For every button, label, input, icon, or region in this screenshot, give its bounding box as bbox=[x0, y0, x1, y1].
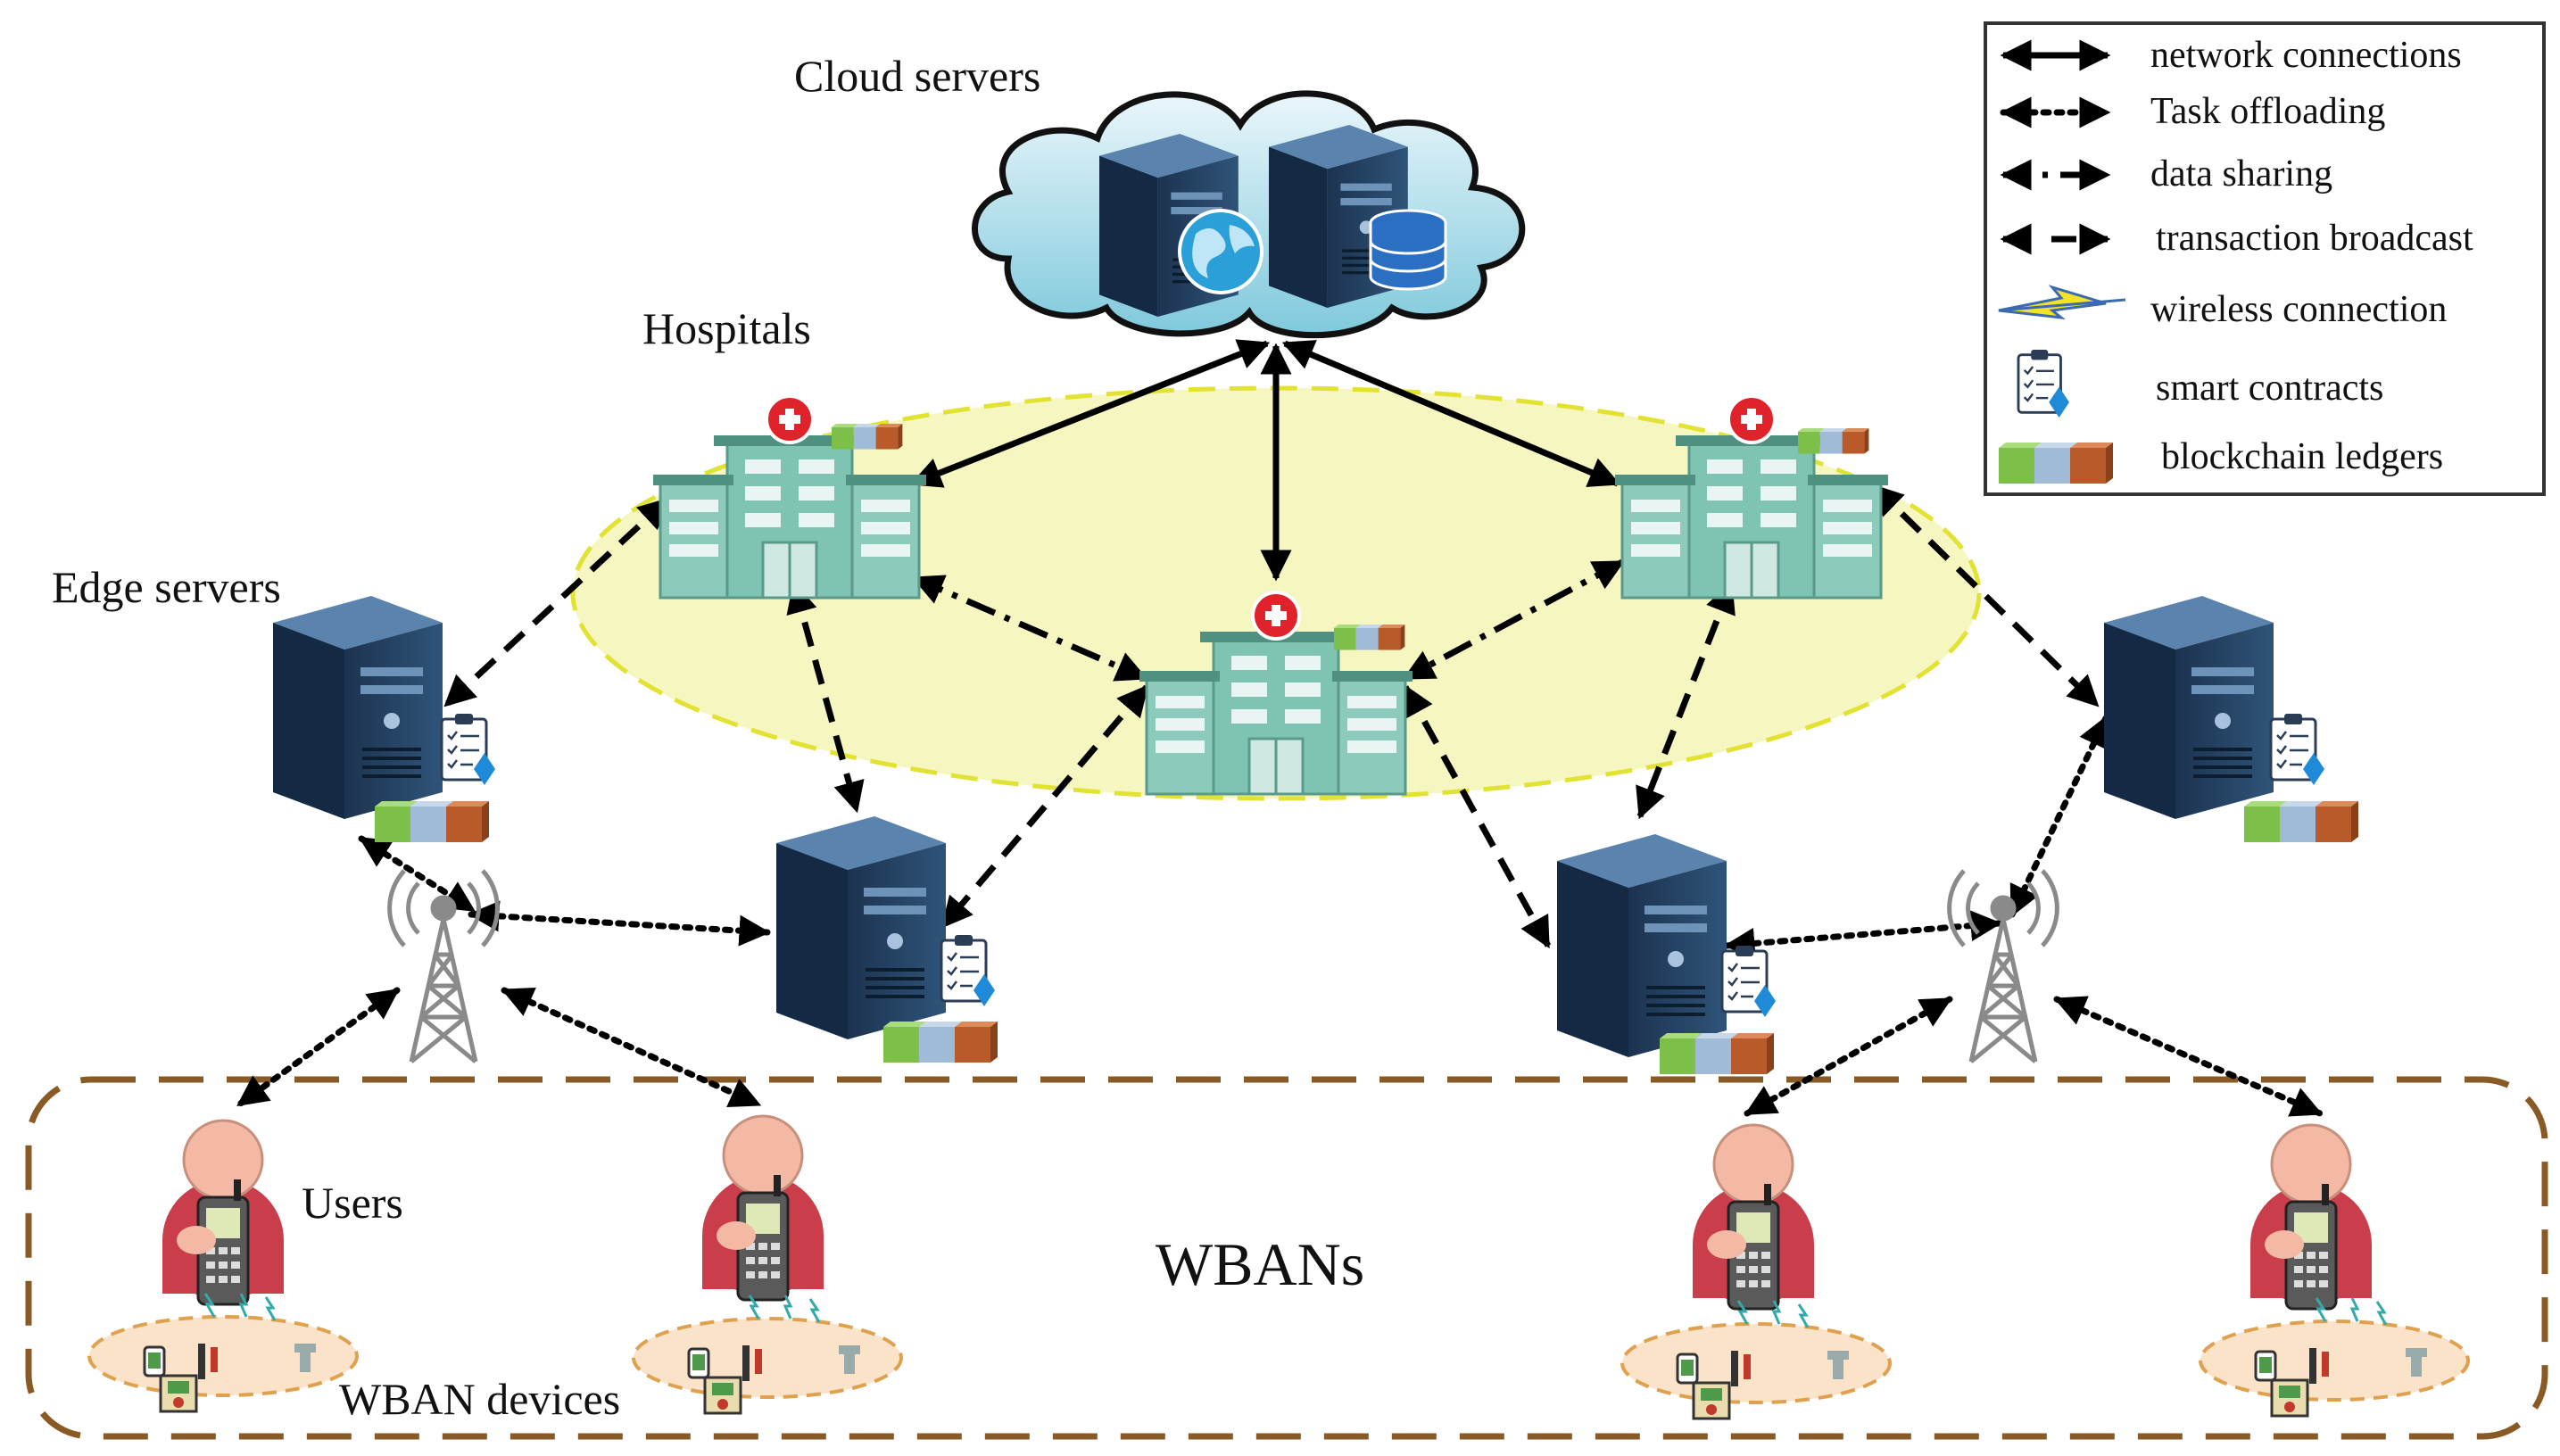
user-icon bbox=[1691, 1123, 1816, 1311]
legend: network connections Task offloading data… bbox=[1984, 21, 2546, 496]
edge-server-icon bbox=[273, 596, 443, 819]
wbans-label: WBANs bbox=[1156, 1230, 1364, 1298]
blockchain-ledger-icon bbox=[2244, 801, 2358, 842]
edge-server-icon bbox=[2104, 596, 2274, 819]
broadcast-connection bbox=[1402, 683, 1552, 949]
blockchain-ledger-icon bbox=[1660, 1033, 1774, 1074]
cell-tower-icon bbox=[1950, 871, 2058, 1062]
smart-contract-icon bbox=[440, 712, 497, 787]
legend-wireless-label: wireless connection bbox=[2150, 289, 2447, 330]
broadcast-connection bbox=[1871, 484, 2100, 707]
offload-connection bbox=[501, 987, 762, 1108]
edge-server-icon bbox=[1557, 834, 1727, 1057]
offload-connection bbox=[358, 835, 476, 914]
wban-devices-label: WBAN devices bbox=[339, 1374, 620, 1424]
wireless-icon bbox=[1998, 285, 2126, 320]
data-sharing-connection bbox=[1402, 558, 1626, 682]
user-icon bbox=[161, 1119, 286, 1306]
users-label: Users bbox=[302, 1178, 403, 1228]
network-connection bbox=[909, 339, 1271, 488]
smart-contract-icon bbox=[1720, 944, 1777, 1019]
offload-connection bbox=[2053, 996, 2324, 1117]
globe-icon bbox=[1178, 209, 1263, 294]
edge-servers-label: Edge servers bbox=[52, 562, 281, 612]
legend-contracts-label: smart contracts bbox=[2156, 368, 2383, 409]
blockchain-ledger-icon bbox=[1334, 625, 1405, 650]
cloud-servers-label: Cloud servers bbox=[794, 51, 1040, 101]
legend-network-label: network connections bbox=[2150, 35, 2462, 76]
legend-sharing-label: data sharing bbox=[2150, 153, 2332, 194]
blockchain-ledger-icon bbox=[375, 801, 489, 842]
wban-device-zone bbox=[1620, 1299, 1892, 1420]
legend-offload-label: Task offloading bbox=[2150, 91, 2385, 132]
cell-tower-icon bbox=[390, 871, 498, 1062]
wban-boundary bbox=[25, 1076, 2548, 1440]
cloud-icon bbox=[972, 90, 1526, 339]
user-icon bbox=[2249, 1123, 2374, 1311]
database-icon bbox=[1369, 209, 1447, 291]
offload-connection bbox=[468, 900, 771, 947]
wban-device-zone bbox=[2199, 1296, 2470, 1418]
blockchain-ledger-icon bbox=[1798, 428, 1869, 454]
smart-contract-icon bbox=[2017, 348, 2071, 419]
offload-connection bbox=[236, 987, 401, 1108]
smart-contract-icon bbox=[2269, 712, 2326, 787]
smart-contract-icon bbox=[940, 933, 997, 1008]
user-icon bbox=[700, 1114, 825, 1302]
legend-ledgers-label: blockchain ledgers bbox=[2161, 436, 2443, 477]
legend-broadcast-label: transaction broadcast bbox=[2156, 218, 2473, 259]
wban-device-zone bbox=[87, 1292, 359, 1413]
hospitals-label: Hospitals bbox=[642, 303, 811, 353]
broadcast-connection bbox=[1636, 581, 1736, 820]
network-connection bbox=[1281, 340, 1621, 487]
offload-connection bbox=[2009, 715, 2109, 918]
data-sharing-connection bbox=[911, 575, 1148, 682]
edge-server-icon bbox=[776, 816, 946, 1039]
broadcast-connection bbox=[443, 497, 670, 707]
offload-connection bbox=[1744, 996, 1953, 1117]
blockchain-ledger-icon bbox=[883, 1022, 998, 1063]
blockchain-ledger-icon bbox=[832, 424, 903, 450]
wban-device-zone bbox=[632, 1294, 903, 1415]
blockchain-ledger-icon bbox=[1999, 443, 2113, 484]
broadcast-connection bbox=[940, 684, 1149, 929]
